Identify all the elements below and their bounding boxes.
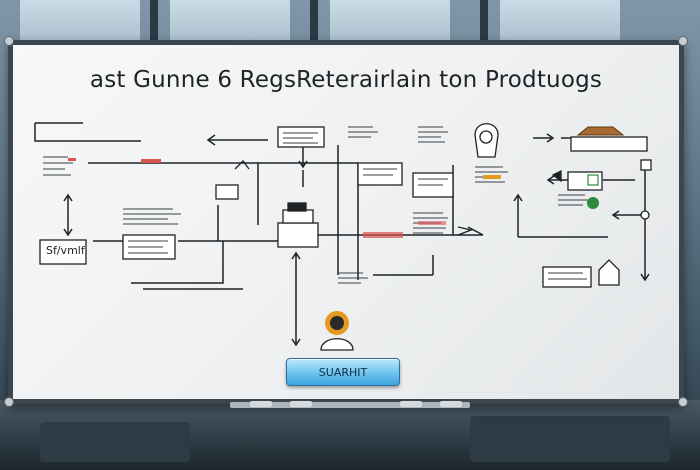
arrow-icon [513, 193, 523, 202]
node-circle [640, 210, 650, 220]
document-box [39, 239, 87, 265]
arrow-icon [291, 251, 301, 260]
connector-line [34, 123, 141, 142]
arrow-icon [546, 133, 555, 143]
document-box [640, 159, 652, 171]
background-window-frame [480, 0, 488, 60]
person-icon [479, 130, 493, 144]
printer-icon [282, 209, 314, 224]
document-box [277, 126, 325, 148]
arrow-icon [291, 338, 301, 347]
document-box [570, 136, 648, 152]
printer-icon [287, 202, 307, 212]
arrow-icon [298, 160, 308, 169]
marker-icon [440, 401, 462, 407]
board-title: ast Gunne 6 RegsReterairlain ton Prodtuo… [89, 67, 603, 93]
background-monitor [470, 416, 670, 462]
accent-dot [587, 197, 599, 209]
accent-mark [68, 158, 76, 161]
arrow-icon [63, 228, 73, 237]
accent-mark [363, 232, 403, 238]
accent-mark [483, 175, 501, 179]
accent-mark [587, 174, 599, 186]
marker-icon [400, 401, 422, 407]
board-bolt [4, 36, 14, 46]
arrow-icon [457, 226, 474, 236]
document-box [215, 184, 239, 200]
flowchart [34, 122, 652, 351]
document-box [357, 162, 403, 186]
accent-mark [141, 159, 161, 163]
handshake-icon [576, 126, 625, 136]
arrow-icon [611, 210, 620, 220]
checklist-icon [234, 160, 250, 170]
board-bolt [4, 397, 14, 407]
board-bolt [678, 397, 688, 407]
person-icon [598, 259, 620, 286]
background-monitor [40, 422, 190, 462]
connector-line [131, 241, 224, 284]
marker-tray [230, 402, 470, 408]
arrow-icon [206, 134, 216, 146]
arrow-icon [63, 193, 73, 202]
arrow-icon [546, 175, 555, 185]
document-box [277, 222, 319, 248]
person-icon [320, 311, 354, 351]
checklist-icon [551, 169, 562, 183]
document-box [542, 266, 592, 288]
side-box-label: Sf/vmlf [46, 244, 85, 257]
accent-mark [418, 221, 446, 225]
connector-line [467, 226, 484, 236]
background-window-frame [310, 0, 318, 60]
arrow-icon [640, 273, 650, 282]
whiteboard: ast Gunne 6 RegsReterairlain ton Prodtuo… [8, 40, 684, 404]
marker-icon [250, 401, 272, 407]
submit-button[interactable]: SUARHIT [286, 358, 400, 386]
marker-icon [290, 401, 312, 407]
board-bolt [678, 36, 688, 46]
background-window-frame [150, 0, 158, 60]
